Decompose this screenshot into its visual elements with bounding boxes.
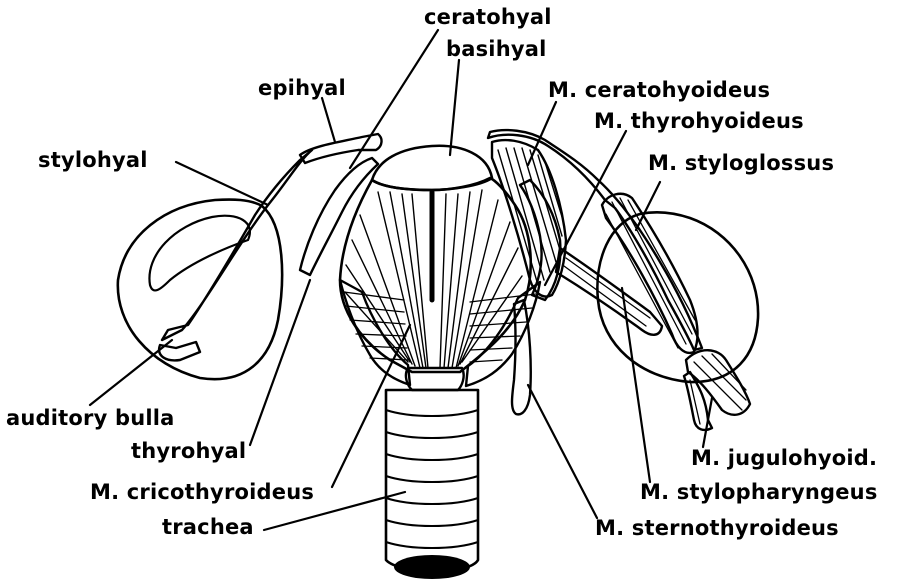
label-m-thyrohyoideus: M. thyrohyoideus (594, 111, 804, 132)
label-m-stylopharyngeus: M. stylopharyngeus (640, 482, 878, 503)
right-m-jugulohyoideus (684, 350, 750, 430)
label-m-sternothyroideus: M. sternothyroideus (595, 518, 839, 539)
label-m-ceratohyoideus: M. ceratohyoideus (548, 80, 770, 101)
label-basihyal: basihyal (446, 39, 547, 60)
label-epihyal: epihyal (258, 78, 346, 99)
m-cricothyroideus-sides (340, 280, 540, 386)
label-m-jugulohyoid: M. jugulohyoid. (691, 448, 877, 469)
label-m-cricothyroideus: M. cricothyroideus (90, 482, 314, 503)
left-stylohyal (159, 150, 312, 360)
label-trachea: trachea (162, 517, 254, 538)
label-ceratohyal: ceratohyal (424, 7, 552, 28)
label-auditory-bulla: auditory bulla (6, 408, 175, 429)
left-thyrohyal (300, 158, 378, 275)
label-m-styloglossus: M. styloglossus (648, 153, 834, 174)
label-thyrohyal: thyrohyal (131, 441, 246, 462)
trachea-tube (386, 390, 478, 579)
right-m-stylopharyngeus (556, 248, 662, 335)
label-stylohyal: stylohyal (38, 150, 148, 171)
thyroid-cartilage-muscle-sheet (340, 178, 531, 372)
